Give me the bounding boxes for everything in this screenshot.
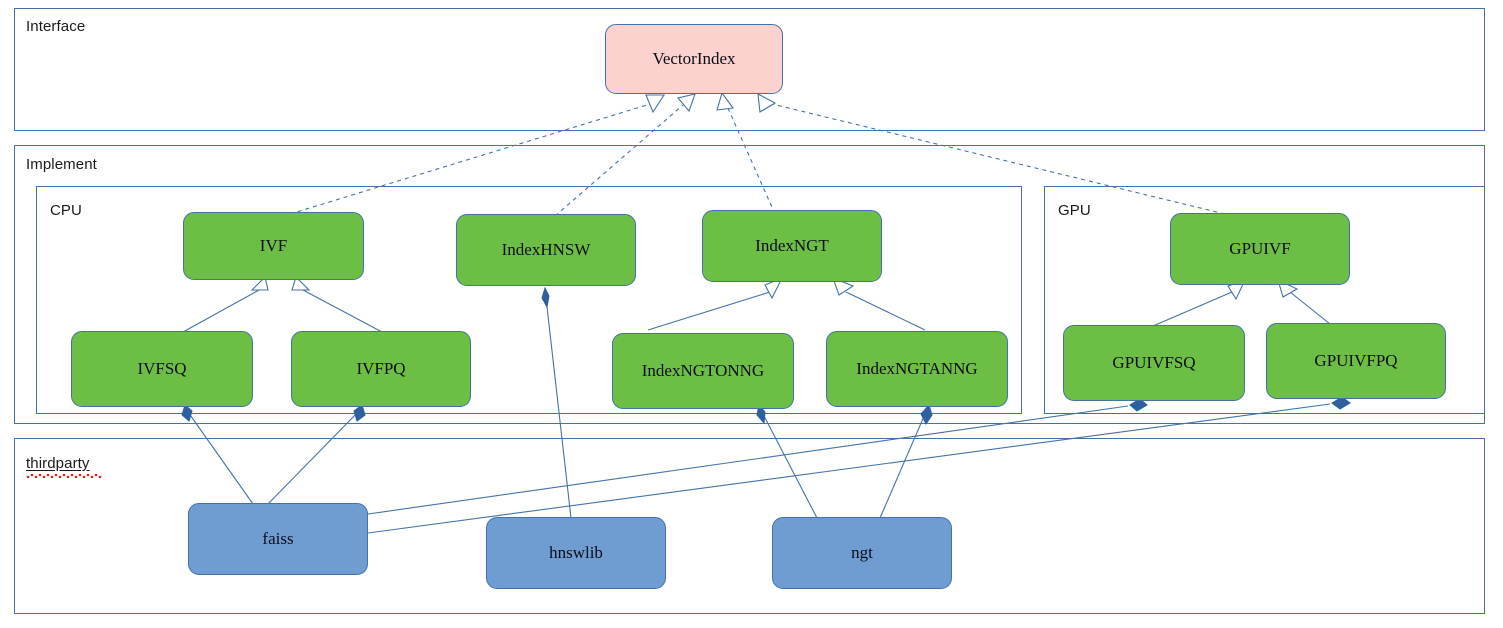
- node-indexhnsw[interactable]: IndexHNSW: [456, 214, 636, 286]
- package-thirdparty: [14, 438, 1485, 614]
- package-gpu-label: GPU: [1058, 202, 1091, 219]
- node-gpuivf[interactable]: GPUIVF: [1170, 213, 1350, 285]
- edge-ivfpq-to-ivf: [291, 275, 383, 333]
- edge-gpuivf-to-vectorindex: [757, 93, 1226, 215]
- package-implement-label: Implement: [26, 156, 97, 173]
- edge-faiss-to-gpuivfpq: [367, 396, 1351, 534]
- node-ngt[interactable]: ngt: [772, 517, 952, 589]
- edge-faiss-to-gpuivfsq: [367, 398, 1148, 515]
- package-interface: [14, 8, 1485, 131]
- edge-gpuivfpq-to-gpuivf: [1277, 278, 1331, 325]
- edge-gpuivfsq-to-gpuivf: [1152, 279, 1247, 327]
- edge-hnswlib-to-indexhnsw: [541, 286, 572, 519]
- edge-indexngtonng-to-indexngt: [647, 276, 784, 331]
- node-indexngtanng[interactable]: IndexNGTANNG: [826, 331, 1008, 407]
- edge-indexhnsw-to-vectorindex: [554, 93, 696, 217]
- node-vectorindex[interactable]: VectorIndex: [605, 24, 783, 94]
- edge-ngt-to-indexngtanng: [879, 403, 933, 519]
- edge-indexngtanng-to-indexngt: [832, 277, 926, 331]
- node-gpuivfsq[interactable]: GPUIVFSQ: [1063, 325, 1245, 401]
- package-cpu: [36, 186, 1022, 414]
- node-ivfsq[interactable]: IVFSQ: [71, 331, 253, 407]
- edge-faiss-to-ivfsq: [181, 404, 254, 505]
- package-gpu: [1044, 186, 1485, 414]
- node-ivf[interactable]: IVF: [183, 212, 364, 280]
- edge-indexngt-to-vectorindex: [716, 91, 776, 215]
- node-indexngt[interactable]: IndexNGT: [702, 210, 882, 282]
- package-cpu-label: CPU: [50, 202, 82, 219]
- spellcheck-underline-icon: [26, 474, 102, 478]
- node-hnswlib[interactable]: hnswlib: [486, 517, 666, 589]
- node-faiss[interactable]: faiss: [188, 503, 368, 575]
- edge-ngt-to-indexngtonng: [756, 403, 818, 519]
- node-ivfpq[interactable]: IVFPQ: [291, 331, 471, 407]
- package-thirdparty-label: thirdparty: [26, 455, 90, 472]
- node-gpuivfpq[interactable]: GPUIVFPQ: [1266, 323, 1446, 399]
- edge-ivfsq-to-ivf: [182, 275, 269, 333]
- edge-ivf-to-vectorindex: [289, 94, 666, 215]
- package-interface-label: Interface: [26, 18, 86, 35]
- node-indexngtonng[interactable]: IndexNGTONNG: [612, 333, 794, 409]
- edge-faiss-to-ivfpq: [267, 404, 366, 505]
